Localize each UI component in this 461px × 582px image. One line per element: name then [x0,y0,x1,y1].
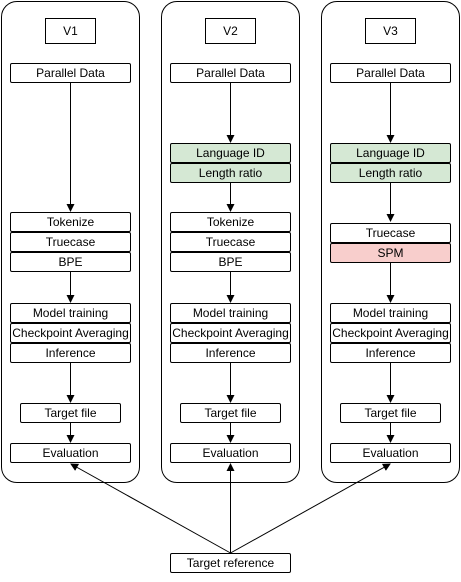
v2-length-ratio: Length ratio [170,163,291,183]
column-v3 [321,1,460,483]
column-v1 [1,1,140,483]
v3-length-ratio: Length ratio [330,163,451,183]
v2-target-file: Target file [180,403,281,423]
v2-model-training: Model training [170,303,291,323]
v2-evaluation: Evaluation [170,443,291,463]
v3-inference: Inference [330,343,451,363]
v1-model-training: Model training [10,303,131,323]
v2-bpe: BPE [170,252,291,272]
v3-parallel-data: Parallel Data [330,63,451,83]
v3-title: V3 [365,18,416,44]
v1-inference: Inference [10,343,131,363]
v3-language-id: Language ID [330,143,451,163]
arrow-reference-to-v1-eval [70,463,231,554]
arrow-reference-to-v3-eval [230,463,391,554]
v2-title: V2 [205,18,256,44]
v1-truecase: Truecase [10,232,131,252]
v2-truecase: Truecase [170,232,291,252]
v3-evaluation: Evaluation [330,443,451,463]
v3-target-file: Target file [340,403,441,423]
v1-checkpoint-averaging: Checkpoint Averaging [10,323,131,343]
v2-inference: Inference [170,343,291,363]
v3-spm: SPM [330,243,451,263]
v1-title: V1 [45,18,96,44]
v1-tokenize: Tokenize [10,212,131,232]
v2-parallel-data: Parallel Data [170,63,291,83]
v3-model-training: Model training [330,303,451,323]
v2-tokenize: Tokenize [170,212,291,232]
v1-evaluation: Evaluation [10,443,131,463]
v1-bpe: BPE [10,252,131,272]
v2-language-id: Language ID [170,143,291,163]
v3-checkpoint-averaging: Checkpoint Averaging [330,323,451,343]
target-reference: Target reference [170,553,291,573]
v3-truecase: Truecase [330,223,451,243]
v1-target-file: Target file [20,403,121,423]
v2-checkpoint-averaging: Checkpoint Averaging [170,323,291,343]
v1-parallel-data: Parallel Data [10,63,131,83]
